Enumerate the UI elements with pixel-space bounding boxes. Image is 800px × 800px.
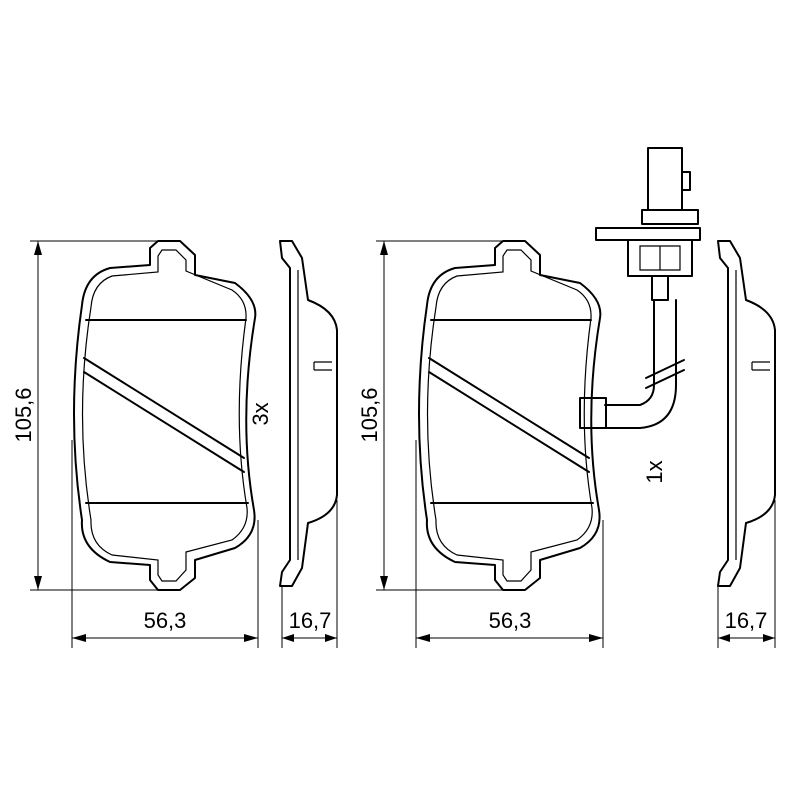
wear-sensor xyxy=(579,147,701,429)
right-width-dimension xyxy=(415,440,604,648)
right-height-label: 105,6 xyxy=(357,387,382,442)
right-width-label: 56,3 xyxy=(489,608,532,633)
left-width-dimension xyxy=(71,440,259,648)
left-thickness-dimension xyxy=(281,500,338,648)
left-height-dimension xyxy=(30,240,158,591)
left-pad-side-view xyxy=(279,240,338,587)
left-pad-outline xyxy=(73,240,257,591)
right-thickness-label: 16,7 xyxy=(725,608,768,633)
right-pad-front-view xyxy=(418,240,602,591)
left-pad-front-view xyxy=(73,240,257,591)
right-height-dimension xyxy=(376,240,503,591)
left-width-label: 56,3 xyxy=(144,608,187,633)
sensor-connector xyxy=(647,147,683,211)
standard-pad-quantity-label: 3x xyxy=(248,402,273,425)
left-height-label: 105,6 xyxy=(11,387,36,442)
left-thickness-label: 16,7 xyxy=(289,608,332,633)
sensor-pad-quantity-label: 1x xyxy=(642,460,667,483)
right-pad-side-view xyxy=(717,240,776,587)
right-thickness-dimension xyxy=(717,500,776,648)
right-pad-outline xyxy=(418,240,602,591)
